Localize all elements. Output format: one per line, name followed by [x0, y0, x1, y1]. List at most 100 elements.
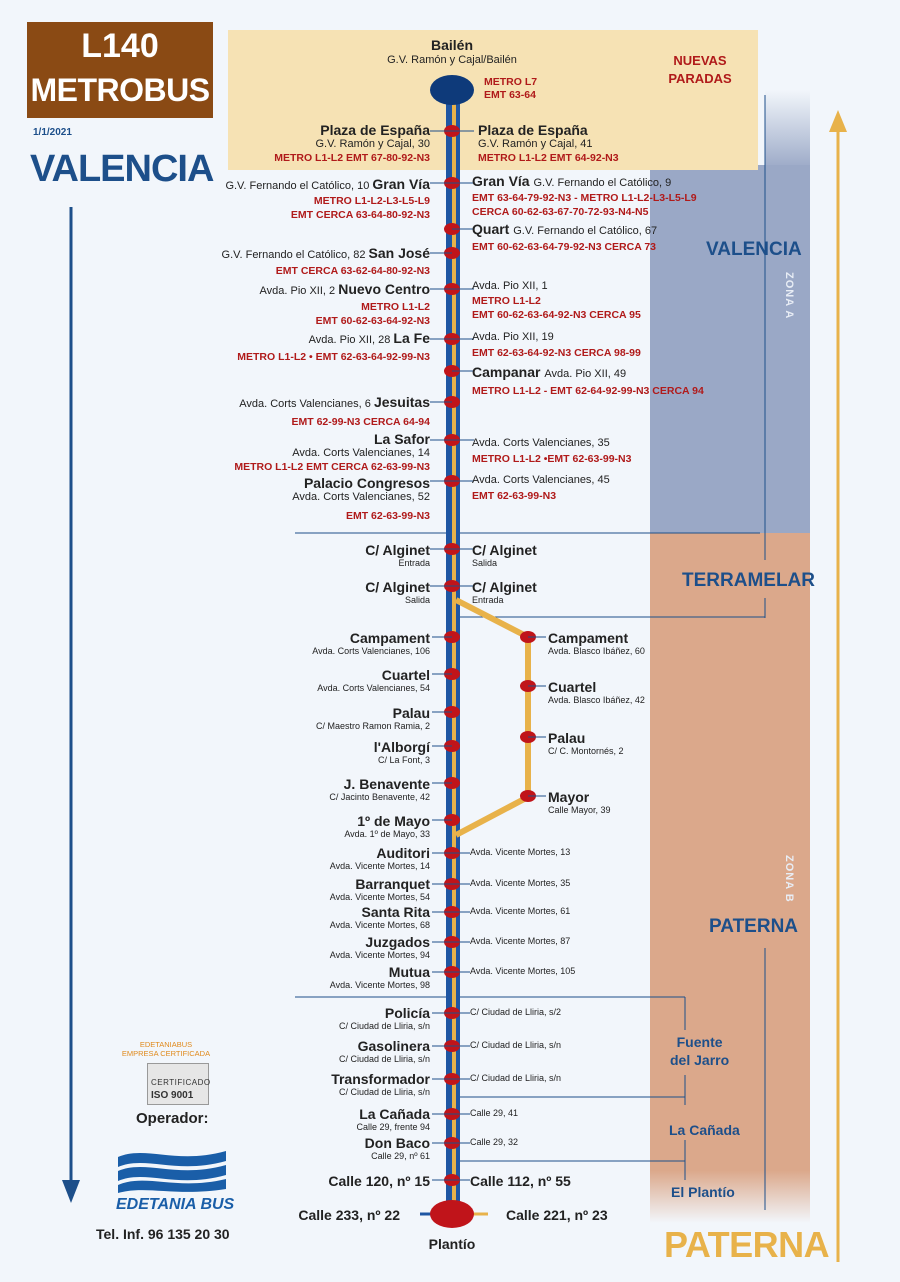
zone-canada-label: La Cañada	[669, 1122, 740, 1138]
stop-corts-35: Avda. Corts Valencianes, 35 METRO L1-L2 •…	[472, 438, 631, 467]
city-title: VALENCIA	[30, 148, 214, 190]
stop-gran-via-left-line: EMT CERCA 63-64-80-92-N3	[290, 208, 430, 221]
stop-campanar-line: Campanar Avda. Pio XII, 49	[472, 365, 704, 381]
stop-nuevo-centro-text: Avda. Pio XII, 2	[259, 285, 339, 297]
zone-b-lower	[650, 1013, 810, 1223]
stop-primer-mayo-line: Avda. 1º de Mayo, 33	[344, 829, 430, 839]
stop-calle-112: Calle 112, nº 55	[470, 1174, 571, 1190]
stop-plantio: Plantío	[428, 1236, 476, 1252]
edetania-logo-icon	[118, 1151, 226, 1193]
iso-label: ISO 9001	[151, 1090, 194, 1101]
stop-quart-line: EMT 60-62-63-64-79-92-N3 CERCA 73	[472, 241, 657, 253]
stop-plaza-espana-left-line: METRO L1-L2 EMT 67-80-92-N3	[274, 152, 430, 164]
destination-label: PATERNA	[664, 1224, 830, 1265]
stop-nuevo-centro-line: METRO L1-L2	[361, 301, 430, 313]
stop-jesuitas-text: Avda. Corts Valencianes, 6	[239, 398, 374, 410]
certification-text: EDETANIABUS EMPRESA CERTIFICADA	[121, 1040, 211, 1058]
stop-transformador-right-line: C/ Ciudad de Lliria, s/n	[470, 1073, 562, 1083]
stop-transformador-left-line: C/ Ciudad de Lliria, s/n	[338, 1087, 430, 1097]
stop-mutua-left-line: Avda. Vicente Mortes, 98	[329, 980, 430, 990]
new-stops-highlight	[228, 30, 758, 170]
stop-policia-left-line: Policía	[384, 1005, 430, 1021]
certificate-label: CERTIFICADO	[151, 1078, 211, 1087]
stop-corts-45-line: Avda. Corts Valencianes, 45	[472, 474, 610, 486]
operator-label: Operador:	[136, 1110, 209, 1127]
stop-benavente-line: J. Benavente	[343, 776, 430, 792]
stop-alginet-1-left-line: C/ Alginet	[365, 542, 430, 558]
stop-barranquet-left-line: Barranquet	[355, 876, 430, 892]
stop-pio-xii-19-line: EMT 62-63-64-92-N3 CERCA 98-99	[472, 347, 641, 359]
stop-gran-via-left-line: METRO L1-L2-L3-L5-L9	[313, 195, 430, 207]
stop-mutua-right: Avda. Vicente Mortes, 105	[470, 967, 575, 978]
new-stops-label: NUEVAS PARADAS	[668, 53, 732, 86]
stop-corts-35-line: Avda. Corts Valencianes, 35	[472, 437, 610, 449]
stop-juzgados-left-line: Juzgados	[365, 934, 430, 950]
stop-corts-35-line: METRO L1-L2 •EMT 62-63-99-N3	[472, 453, 632, 465]
stop-gran-via-right-line: CERCA 60-62-63-67-70-72-93-N4-N5	[472, 205, 649, 218]
stop-plantio-left-line: Calle 233, nº 22	[298, 1207, 400, 1223]
line-type: METROBUS	[30, 72, 210, 108]
stop-nuevo-centro-line: Avda. Pio XII, 2 Nuevo Centro	[260, 282, 430, 298]
stop-don-baco-right-line: Calle 29, 32	[470, 1137, 519, 1147]
line-code: L140	[81, 27, 159, 65]
stop-mayor-line: Mayor	[548, 789, 590, 805]
company-name: EDETANIA BUS	[116, 1196, 235, 1213]
stop-alginet-2-right-line: C/ Alginet	[472, 579, 537, 595]
stop-barranquet-right-line: Avda. Vicente Mortes, 35	[470, 878, 571, 888]
stop-gran-via-right-text: G.V. Fernando el Católico, 9	[533, 177, 672, 189]
stop-bailen-name: Bailén	[430, 37, 473, 53]
stop-bailen-connections-line: METRO L7	[484, 76, 538, 88]
stop-alginet-2-right-line: Entrada	[472, 595, 504, 605]
branch-line	[454, 597, 531, 838]
stop-plaza-espana-left-line: G.V. Ramón y Cajal, 30	[315, 138, 430, 150]
zone-a-area	[650, 165, 810, 533]
info-phone: Tel. Inf. 96 135 20 30	[96, 1226, 230, 1242]
stop-transformador-left-line: Transformador	[331, 1071, 430, 1087]
zone-paterna-label: PATERNA	[709, 916, 799, 937]
stop-nuevo-centro-text: Nuevo Centro	[338, 281, 430, 297]
stop-auditori-right: Avda. Vicente Mortes, 13	[470, 848, 570, 859]
stop-alginet-1-right-line: C/ Alginet	[472, 542, 537, 558]
stop-benavente-line: C/ Jacinto Benavente, 42	[329, 792, 430, 802]
stop-don-baco-left-line: Calle 29, nº 61	[371, 1151, 430, 1161]
stop-la-safor-line: Avda. Corts Valencianes, 14	[292, 447, 430, 459]
stop-pio-xii-19-line: Avda. Pio XII, 19	[472, 331, 554, 343]
stop-jesuitas-line: EMT 62-99-N3 CERCA 64-94	[291, 416, 431, 428]
stop-cuartel-right-line: Avda. Blasco Ibáñez, 42	[548, 695, 645, 705]
iso-certificate-logo	[147, 1063, 209, 1105]
stop-cuartel-left-line: Avda. Corts Valencianes, 54	[317, 683, 430, 693]
stop-plantio-left: Calle 233, nº 22	[298, 1208, 400, 1224]
stop-alginet-1-right-line: Salida	[472, 558, 498, 568]
stop-cuartel-left-line: Cuartel	[381, 667, 430, 683]
stop-palau-right-line: Palau	[548, 730, 586, 746]
stop-pio-xii-1-line: Avda. Pio XII, 1	[472, 280, 548, 292]
stop-palacio-congresos-line: Avda. Corts Valencianes, 52	[292, 491, 430, 503]
stop-calle-120: Calle 120, nº 15	[328, 1174, 430, 1190]
line-logo: L140 METROBUS	[27, 22, 213, 118]
stop-barranquet-left-line: Avda. Vicente Mortes, 54	[329, 892, 430, 902]
